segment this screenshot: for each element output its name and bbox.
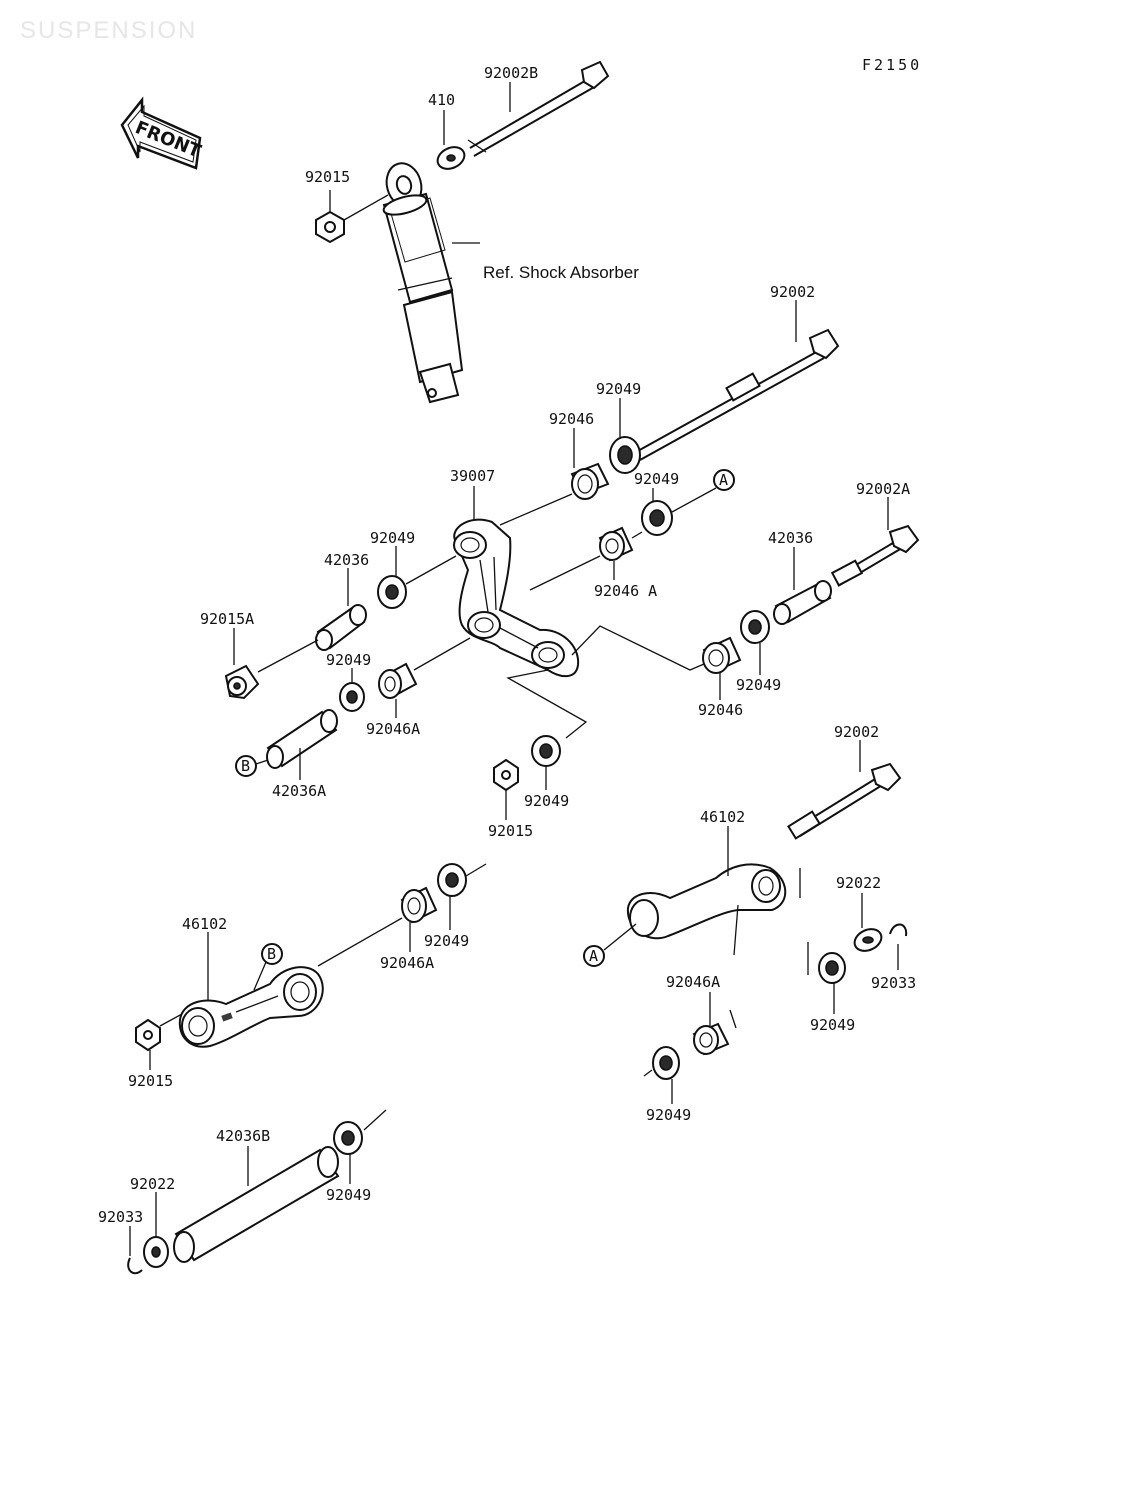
callout-A-lower [583, 945, 605, 967]
tie-rod-46102-left [178, 966, 324, 1048]
tie-rod-46102-right [626, 863, 787, 940]
callout-A-top-text: A [719, 471, 728, 489]
label-92049-f: 92049 [524, 792, 569, 810]
label-92002-lower: 92002 [834, 723, 879, 741]
label-92049-c: 92049 [736, 676, 781, 694]
callout-B-lower [261, 943, 283, 965]
label-92015-mid: 92015 [488, 822, 533, 840]
label-42036-right: 42036 [768, 529, 813, 547]
label-92015A: 92015A [200, 610, 254, 628]
bushing-92046 [570, 462, 610, 500]
label-92049-a: 92049 [596, 380, 641, 398]
watermark-text: SUSPENSION [20, 17, 197, 44]
label-92049-b: 92049 [634, 470, 679, 488]
ref-shock-absorber-note: Ref. Shock Absorber [483, 263, 639, 282]
circlip-92033-left [127, 1257, 143, 1275]
label-92002B: 92002B [484, 64, 538, 82]
rocker-arm-39007 [453, 518, 580, 678]
label-92046A-right: 92046A [666, 973, 720, 991]
callout-B-left-text: B [241, 757, 250, 775]
label-92046A-lower: 92046A [380, 954, 434, 972]
bolt-92002A [830, 524, 920, 587]
bolt-92002B [467, 60, 610, 157]
shaft-42036B [173, 1146, 340, 1263]
bolt-92002-upper [635, 328, 840, 461]
label-92022-right: 92022 [836, 874, 881, 892]
bushing-92046A-left [378, 662, 418, 699]
label-92002A: 92002A [856, 480, 910, 498]
label-92046A-left: 92046A [366, 720, 420, 738]
label-92049-h: 92049 [424, 932, 469, 950]
label-92049-d: 92049 [370, 529, 415, 547]
label-92049-i: 92049 [646, 1106, 691, 1124]
circlip-92033-right [889, 923, 908, 937]
callout-A-lower-text: A [589, 947, 598, 965]
bushing-92046A-right [692, 1022, 730, 1056]
shock-absorber [382, 162, 464, 404]
label-42036A: 42036A [272, 782, 326, 800]
label-92033-left: 92033 [98, 1208, 143, 1226]
label-92046-right: 92046 [698, 701, 743, 719]
label-92033-right: 92033 [871, 974, 916, 992]
label-92046: 92046 [549, 410, 594, 428]
label-92049-e: 92049 [326, 651, 371, 669]
label-42036-left: 42036 [324, 551, 369, 569]
label-46102-right: 46102 [700, 808, 745, 826]
label-42036B: 42036B [216, 1127, 270, 1145]
label-92022-left: 92022 [130, 1175, 175, 1193]
callout-A-top [713, 469, 735, 491]
label-92015-low: 92015 [128, 1072, 173, 1090]
callout-B-lower-text: B [267, 945, 276, 963]
label-92049-g: 92049 [810, 1016, 855, 1034]
cap-nut-92015A [224, 664, 260, 700]
front-arrow-icon: FRONT [120, 96, 204, 170]
spacer-42036A [266, 709, 338, 769]
label-92049-j: 92049 [326, 1186, 371, 1204]
label-92046A-mid: 92046 A [594, 582, 657, 600]
spacer-42036-right [773, 580, 832, 625]
label-92002-upper: 92002 [770, 283, 815, 301]
bushing-92046A-mid [598, 526, 634, 562]
bushing-92046-right [702, 636, 742, 674]
bushing-92046A-lower [400, 886, 438, 924]
figure-code: F2150 [862, 56, 922, 74]
bolt-92002-lower [787, 762, 902, 840]
label-92015-top: 92015 [305, 168, 350, 186]
label-46102-left: 46102 [182, 915, 227, 933]
label-410: 410 [428, 91, 455, 109]
callout-B-left [235, 755, 257, 777]
label-39007: 39007 [450, 467, 495, 485]
spacer-42036-left [315, 604, 367, 651]
